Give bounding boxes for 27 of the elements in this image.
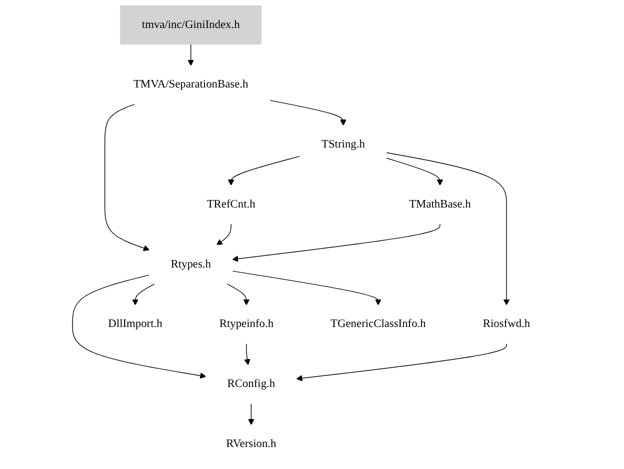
arrow [269,100,346,126]
node-text: TMVA/SeparationBase.h [133,78,248,91]
arrow [132,283,156,306]
node-text: Rtypeinfo.h [219,318,274,330]
arrow [226,283,250,306]
node-text: DllImport.h [108,318,162,330]
node-text: TRefCnt.h [206,198,256,210]
arrow [248,403,254,426]
arrow [72,274,206,379]
arrow [216,223,232,246]
node-box: tmva/inc/GiniIndex.h [120,5,262,45]
node-text: RConfig.h [227,378,276,390]
arrow [188,44,194,66]
arrow [104,104,150,252]
arrow [386,158,444,186]
arrow [232,270,382,306]
node-text: RVersion.h [226,438,276,450]
arrow [228,156,300,186]
arrow [232,223,440,262]
node-text: Riosfwd.h [482,318,530,330]
node-text: TString.h [322,138,365,150]
node-text: TGenericClassInfo.h [330,318,426,330]
node-text: TMathBase.h [409,198,471,210]
node-text: Rtypes.h [170,258,211,270]
arrow [296,343,507,382]
arrow [244,343,250,366]
arrow [386,152,510,306]
